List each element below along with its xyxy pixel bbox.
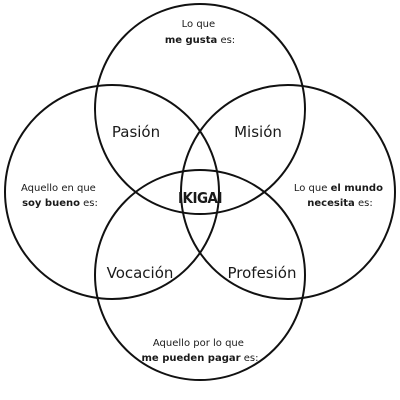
- intersection-profesion: Profesión: [228, 264, 297, 282]
- left-label-rest: es:: [80, 198, 98, 209]
- intersection-mision: Misión: [234, 123, 282, 141]
- right-label-pre: Lo que: [294, 183, 331, 194]
- left-label-line1: Aquello en que: [21, 183, 96, 194]
- left-label-bold: soy bueno: [22, 198, 80, 209]
- bottom-label-line1: Aquello por lo que: [153, 338, 244, 349]
- circle-top: [94, 3, 306, 215]
- circle-right: [180, 84, 396, 300]
- top-circle-label: Lo que me gusta es:: [165, 19, 235, 46]
- top-label-bold: me gusta: [165, 35, 217, 46]
- intersection-pasion: Pasión: [112, 123, 160, 141]
- bottom-circle-label: Aquello por lo que me pueden pagar es:: [142, 338, 259, 364]
- center-ikigai: IKIGAI: [178, 189, 222, 207]
- circle-left: [4, 84, 220, 300]
- circle-bottom: [94, 169, 306, 381]
- right-label-rest: es:: [355, 198, 373, 209]
- top-label-rest: es:: [217, 35, 235, 46]
- intersection-vocacion: Vocación: [107, 264, 174, 282]
- left-circle-label: Aquello en que soy bueno es:: [21, 183, 99, 209]
- right-label-bold1: el mundo: [331, 183, 384, 194]
- right-label-bold2: necesita: [307, 198, 355, 209]
- bottom-label-rest: es:: [241, 353, 259, 364]
- right-circle-label: Lo que el mundo necesita es:: [294, 183, 386, 209]
- bottom-label-bold: me pueden pagar: [142, 353, 241, 364]
- top-label-line1: Lo que: [182, 19, 216, 30]
